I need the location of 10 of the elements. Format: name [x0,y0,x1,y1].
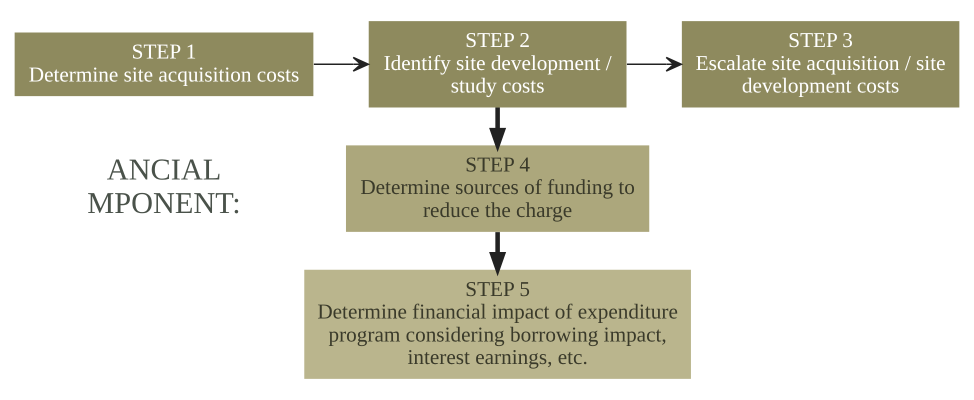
arrow [489,108,506,152]
arrow [626,56,682,72]
arrow [314,56,370,72]
node-box: STEP 4 Determine sources of funding to reduce the charge [346,145,650,232]
node-box: STEP 1 Determine site acquisition costs [14,32,314,96]
node-box: STEP 3 Escalate site acquisition / site development costs [682,21,960,108]
node-box: STEP 5 Determine financial impact of expenditure program considering borrowing impact, interest earnings, etc. [304,270,691,379]
arrow [489,232,506,276]
node-box: STEP 2 Identify site development / study costs [368,21,626,108]
label: ANCIAL MPONENT: [87,152,241,220]
